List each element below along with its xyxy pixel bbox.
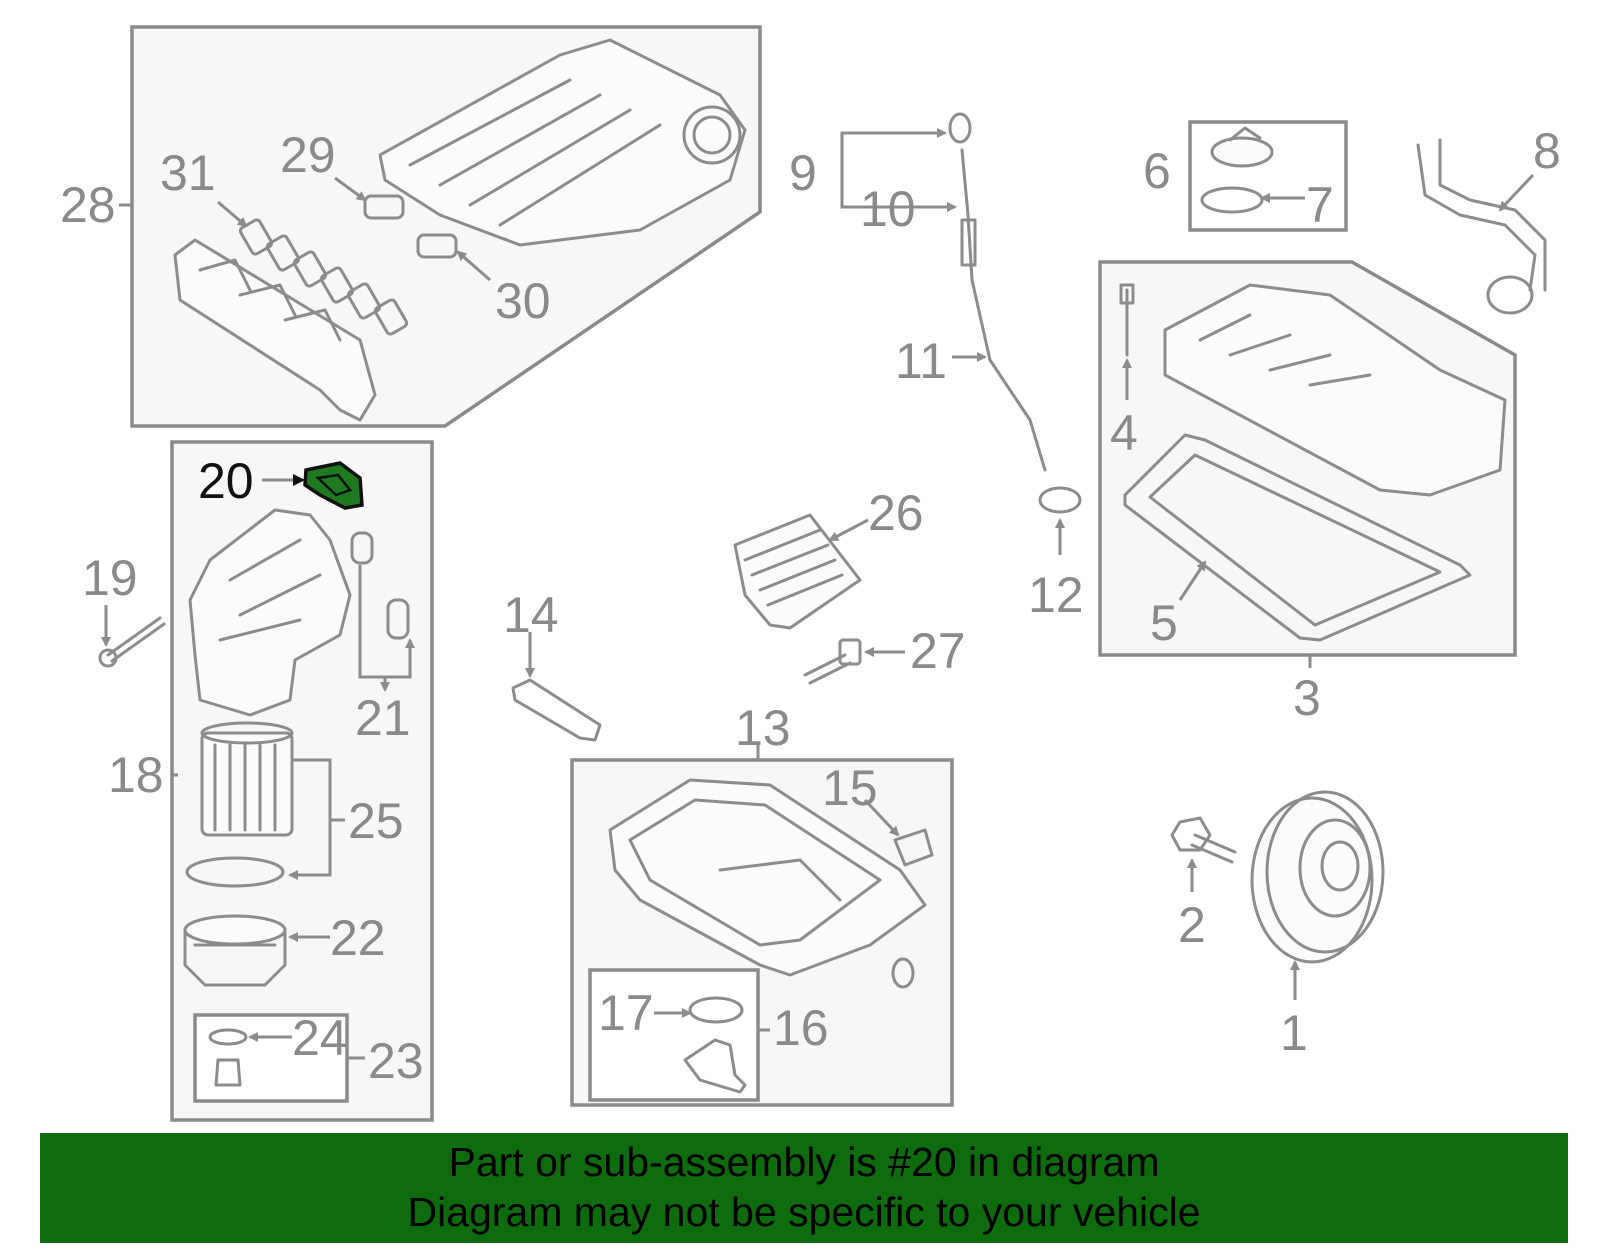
callout-10: 10 — [860, 181, 916, 237]
oil-cooler[interactable] — [733, 513, 869, 630]
callout-25: 25 — [348, 793, 404, 849]
oil-cap-group — [1188, 120, 1348, 232]
callout-19: 19 — [82, 550, 138, 606]
callout-17: 17 — [598, 985, 654, 1041]
runner-gasket-set[interactable] — [238, 218, 409, 336]
washer-pan[interactable] — [891, 957, 915, 989]
callout-29: 29 — [280, 127, 336, 183]
oil-filter-group — [98, 440, 434, 1122]
oil-filter-housing[interactable] — [188, 508, 352, 717]
gasket-30[interactable] — [416, 233, 458, 259]
oil-pan-group — [570, 745, 954, 1107]
bolt-27[interactable] — [803, 638, 905, 685]
callout-12: 12 — [1028, 567, 1084, 623]
info-banner: Part or sub-assembly is #20 in diagram D… — [40, 1133, 1568, 1243]
upper-intake-manifold[interactable] — [378, 38, 747, 247]
bolt-19[interactable] — [106, 616, 166, 663]
callout-28: 28 — [60, 177, 116, 233]
gasket-20-highlighted[interactable] — [303, 461, 364, 510]
callout-16: 16 — [773, 1000, 829, 1056]
banner-line-2: Diagram may not be specific to your vehi… — [407, 1189, 1201, 1235]
callout-15: 15 — [822, 760, 878, 816]
callout-2: 2 — [1178, 897, 1206, 953]
callout-labels: 28 31 29 30 9 10 11 12 6 7 8 4 5 3 20 19… — [60, 123, 1561, 1089]
dipstick-tube[interactable] — [960, 148, 1047, 472]
pickup-16[interactable] — [683, 1038, 747, 1094]
valve-cover[interactable] — [1163, 283, 1507, 497]
filter-cap-22[interactable] — [183, 914, 287, 987]
callout-11: 11 — [895, 333, 947, 389]
callout-27: 27 — [910, 623, 966, 679]
callout-24: 24 — [292, 1010, 348, 1066]
breather-hose[interactable] — [1416, 138, 1547, 315]
valve-cover-gasket[interactable] — [1123, 433, 1472, 642]
drain-plug-23[interactable] — [214, 1058, 242, 1087]
oil-pickup-14[interactable] — [511, 632, 602, 742]
callout-14: 14 — [503, 587, 559, 643]
callout-23: 23 — [368, 1033, 424, 1089]
crankshaft-pulley[interactable] — [1250, 790, 1385, 964]
callout-4: 4 — [1110, 405, 1138, 461]
drain-plug-15[interactable] — [893, 828, 934, 867]
dipstick-assembly — [840, 112, 1082, 555]
callout-8: 8 — [1533, 123, 1561, 179]
o-ring-25[interactable] — [185, 856, 285, 888]
oil-cap[interactable] — [1210, 136, 1274, 168]
pulley-bolt[interactable] — [1170, 816, 1237, 864]
callout-6: 6 — [1143, 143, 1171, 199]
banner-line-1: Part or sub-assembly is #20 in diagram — [448, 1139, 1160, 1185]
washer-24[interactable] — [208, 1028, 248, 1046]
callout-20: 20 — [198, 453, 254, 509]
callout-5: 5 — [1150, 595, 1178, 651]
oil-pan[interactable] — [608, 778, 927, 977]
oil-filter-element[interactable] — [200, 721, 294, 837]
callout-1: 1 — [1280, 1005, 1308, 1061]
callout-7: 7 — [1306, 177, 1334, 233]
callout-31: 31 — [160, 145, 216, 201]
callout-18: 18 — [108, 747, 164, 803]
intake-manifold-group — [119, 25, 762, 428]
lower-intake-runners[interactable] — [173, 238, 377, 422]
gasket-21a[interactable] — [350, 531, 374, 565]
callout-30: 30 — [495, 273, 551, 329]
callout-13: 13 — [735, 700, 791, 756]
gasket-29[interactable] — [363, 194, 405, 220]
callout-22: 22 — [330, 910, 386, 966]
gasket-21b[interactable] — [386, 598, 410, 640]
dipstick-handle[interactable] — [948, 112, 972, 144]
callout-3: 3 — [1293, 670, 1321, 726]
callout-26: 26 — [868, 485, 924, 541]
o-ring-12[interactable] — [1038, 486, 1082, 514]
callout-9: 9 — [789, 145, 817, 201]
callout-21: 21 — [355, 690, 411, 746]
valve-cover-group — [1098, 260, 1517, 668]
